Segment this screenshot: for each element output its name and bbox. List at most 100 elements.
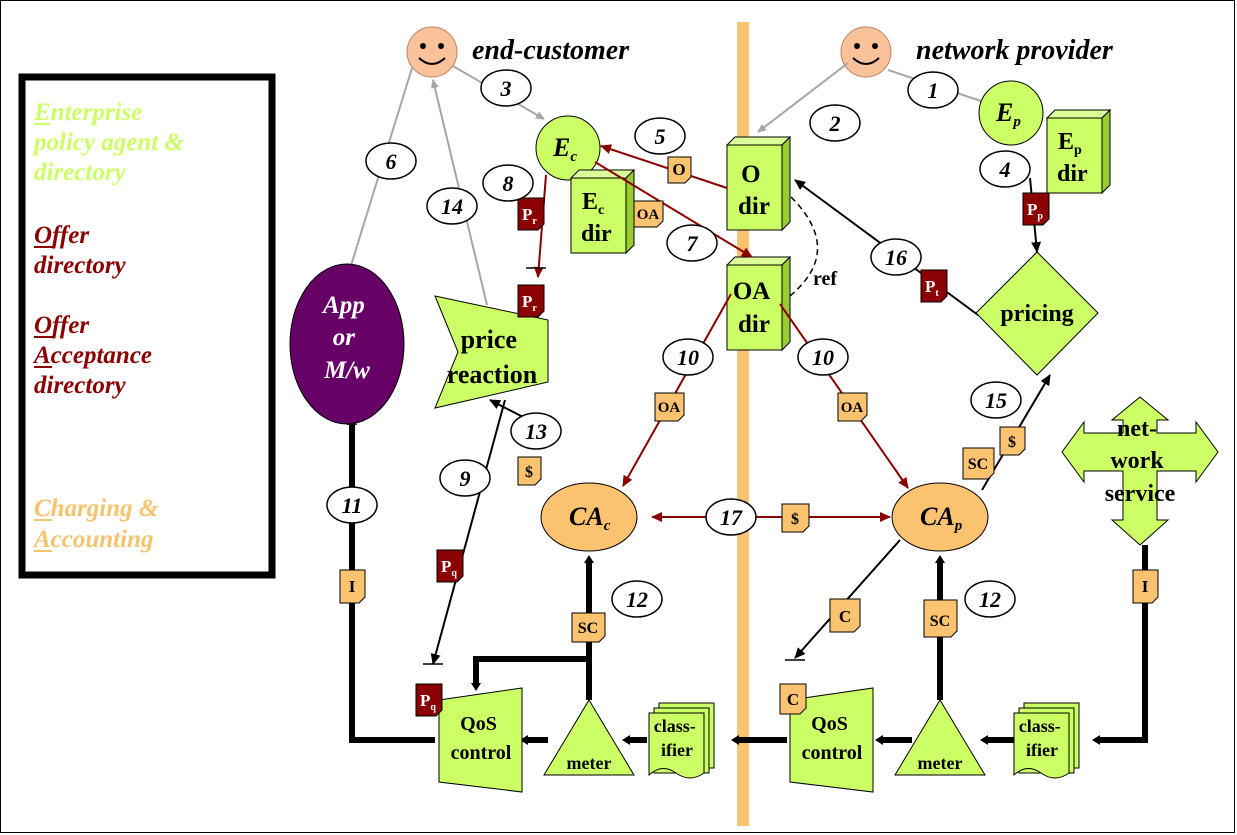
svg-text:net- work service: net- work service — [1105, 416, 1176, 507]
svg-text:Ec: Ec — [582, 189, 604, 218]
step-16: 16 — [870, 238, 922, 276]
svg-text:price reaction: price reaction — [447, 325, 538, 389]
svg-text:O: O — [672, 160, 685, 179]
step-1: 1 — [907, 71, 959, 109]
doc-c-1: C — [829, 598, 861, 633]
meter-left: meter — [543, 699, 635, 776]
doc-sc-3: SC — [923, 599, 958, 638]
step-2: 2 — [809, 104, 861, 142]
svg-text:2: 2 — [829, 111, 841, 136]
svg-text:class- ifier: class- ifier — [654, 716, 701, 760]
svg-text:Pr: Pr — [522, 205, 537, 227]
svg-text:5: 5 — [655, 124, 666, 149]
svg-text:6: 6 — [386, 149, 397, 174]
svg-text:15: 15 — [985, 388, 1007, 413]
svg-text:4: 4 — [999, 157, 1011, 182]
step-13: 13 — [510, 412, 562, 450]
doc-i-1: I — [339, 569, 366, 604]
doc-pq-2: Pq — [415, 683, 443, 717]
svg-text:SC: SC — [930, 613, 950, 630]
svg-text:OA: OA — [841, 400, 864, 416]
svg-text:I: I — [1142, 577, 1149, 596]
legend-offer-acceptance: Offer Acceptance directory — [32, 312, 158, 399]
svg-text:8: 8 — [503, 171, 514, 196]
svg-text:Pt: Pt — [925, 277, 939, 299]
doc-icons: O OA OA OA $ $ $ SC SC SC C C I I — [339, 156, 1159, 715]
ep-directory: Ep dir — [1045, 108, 1112, 195]
svg-text:CAc: CAc — [569, 502, 611, 534]
step-bubbles: 1 2 3 4 5 6 7 8 9 10 10 11 12 12 13 14 1… — [326, 69, 1031, 618]
legend-charging: Charging & Accounting — [32, 495, 165, 553]
doc-dollar-3: $ — [999, 426, 1026, 456]
legend-enterprise: Enterprise policy agent & directory — [32, 99, 190, 186]
step-10-left: 10 — [662, 338, 714, 376]
step-17: 17 — [705, 498, 757, 536]
svg-text:meter: meter — [567, 753, 612, 773]
svg-text:C: C — [787, 690, 799, 709]
svg-text:Pq: Pq — [420, 691, 436, 713]
ep-policy-agent: Ep — [978, 80, 1044, 146]
doc-pr-1: Pr — [517, 197, 545, 231]
legend-offer: Offer directory — [34, 222, 127, 279]
ca-customer-node: CAc — [540, 482, 638, 552]
doc-sc-1: SC — [962, 447, 995, 480]
svg-text:Ec: Ec — [552, 133, 577, 165]
svg-text:C: C — [839, 607, 851, 626]
price-reaction-node: price reaction — [434, 295, 549, 409]
svg-text:3: 3 — [500, 76, 512, 101]
classifier-left: class- ifier — [648, 702, 715, 779]
step-6: 6 — [365, 142, 417, 180]
svg-text:Pr: Pr — [522, 292, 537, 314]
svg-text:O dir: O dir — [738, 161, 770, 220]
svg-text:I: I — [349, 577, 356, 596]
step-3: 3 — [480, 69, 532, 107]
doc-c-2: C — [779, 683, 807, 715]
pricing-node: pricing — [975, 251, 1099, 376]
doc-oa-1: OA — [633, 200, 664, 228]
offer-directory: O dir — [725, 135, 792, 232]
svg-text:10: 10 — [812, 345, 834, 370]
ref-label: ref — [813, 268, 837, 290]
ec-policy-agent: Ec — [535, 115, 601, 181]
doc-pt: Pt — [920, 269, 948, 303]
svg-text:meter: meter — [918, 753, 963, 773]
doc-pr-2: Pr — [517, 284, 545, 318]
svg-text:QoS control: QoS control — [802, 713, 863, 764]
svg-text:dir: dir — [1057, 161, 1088, 187]
svg-text:pricing: pricing — [1000, 301, 1073, 327]
doc-sc-2: SC — [571, 612, 606, 643]
doc-dollar-1: $ — [517, 456, 542, 486]
svg-text:$: $ — [791, 511, 799, 528]
step-8: 8 — [482, 164, 534, 202]
doc-pp: Pp — [1022, 192, 1050, 226]
classifier-right: class- ifier — [1013, 702, 1080, 779]
doc-oa-3: OA — [837, 392, 868, 422]
network-provider-label: network provider — [916, 35, 1114, 66]
svg-text:CAp: CAp — [920, 502, 963, 534]
svg-text:10: 10 — [677, 345, 699, 370]
network-service-node: net- work service — [1061, 396, 1219, 546]
end-customer-label: end-customer — [472, 35, 630, 66]
legend-box: Enterprise policy agent & directory Offe… — [18, 73, 276, 579]
doc-dollar-2: $ — [781, 503, 810, 533]
svg-text:9: 9 — [460, 466, 471, 491]
app-middleware-node: App or M/w — [289, 263, 405, 425]
step-15: 15 — [970, 381, 1022, 419]
svg-text:App or M/w: App or M/w — [321, 292, 371, 384]
svg-text:OA: OA — [658, 400, 681, 416]
step-5: 5 — [634, 117, 686, 155]
meter-right: meter — [894, 699, 986, 776]
doc-oa-2: OA — [654, 392, 685, 422]
step-12-right: 12 — [964, 580, 1016, 618]
doc-i-2: I — [1132, 569, 1159, 604]
qos-control-left: QoS control — [438, 687, 523, 793]
ec-directory: Ec dir — [569, 168, 636, 255]
offer-acceptance-directory: OA dir — [725, 255, 792, 352]
svg-text:$: $ — [1008, 434, 1016, 451]
svg-text:1: 1 — [928, 78, 939, 103]
svg-text:Pq: Pq — [441, 557, 457, 579]
end-customer-face-icon — [406, 26, 458, 78]
svg-text:OA: OA — [637, 207, 660, 223]
svg-text:$: $ — [525, 464, 533, 481]
